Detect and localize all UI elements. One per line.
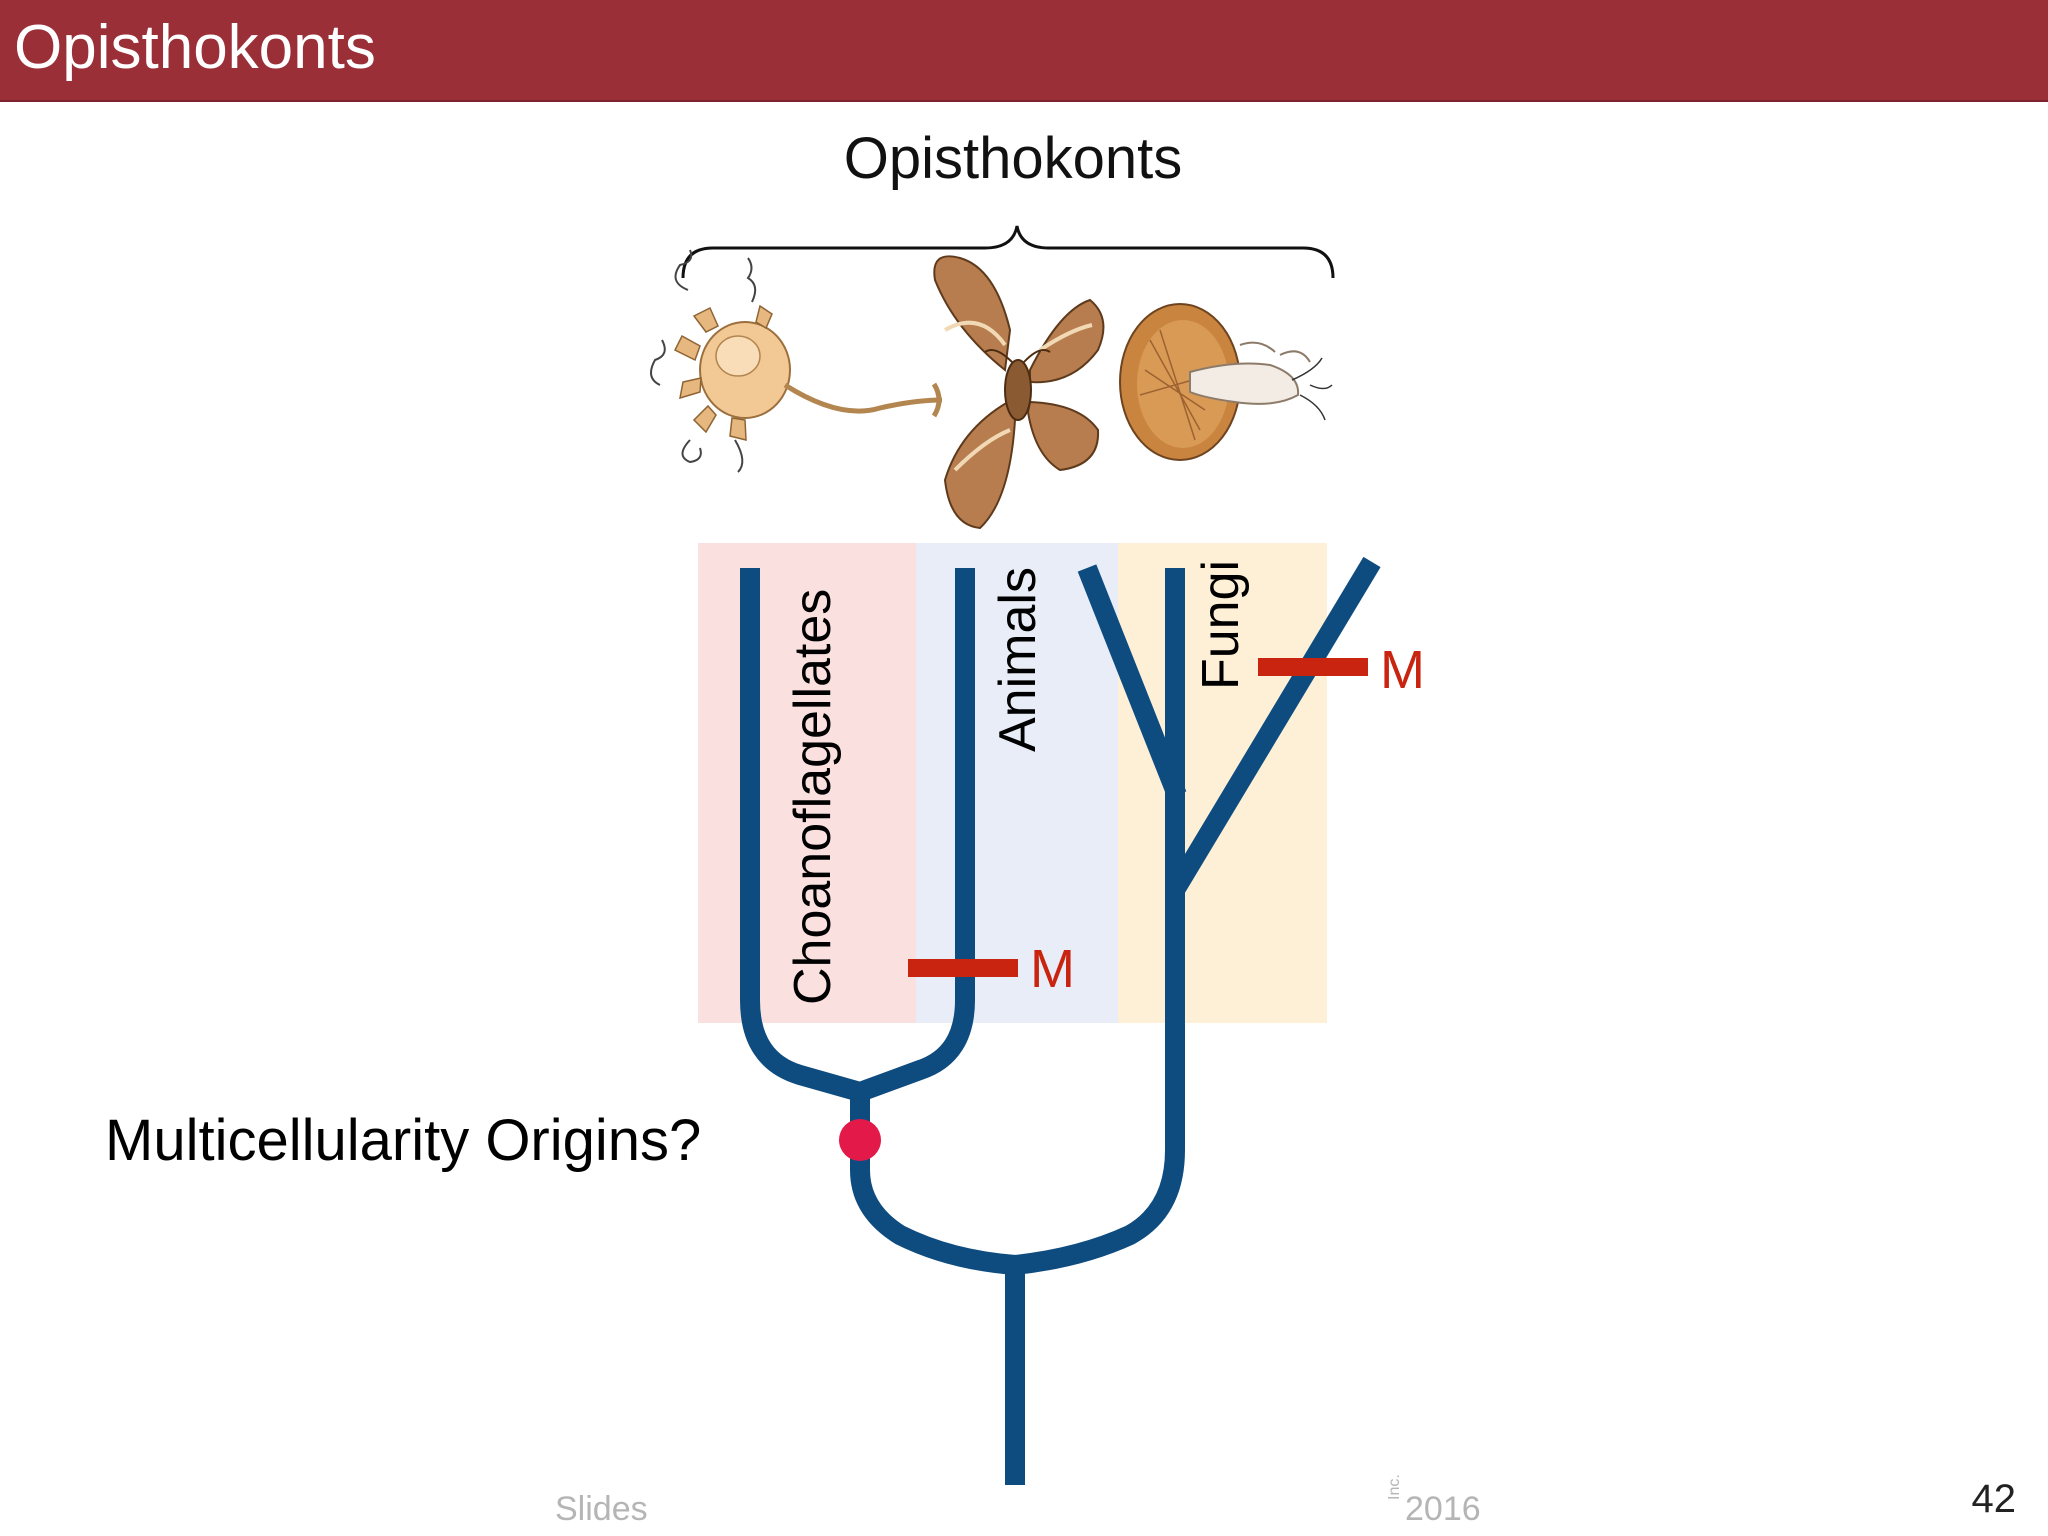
- title-bar: Opisthokonts: [0, 0, 2048, 102]
- group-brace: [681, 225, 1335, 279]
- page-number: 42: [1971, 1477, 2017, 1521]
- footer-right-text: 2016: [1405, 1490, 1481, 1528]
- choanoflagellate-icon: [650, 249, 943, 473]
- mushroom-icon: [1119, 303, 1333, 461]
- multicellularity-node-dot: [839, 1119, 881, 1161]
- moth-icon: [933, 255, 1105, 530]
- branch-holozoa-stem: [850, 1169, 1016, 1275]
- band-animals: [916, 543, 1118, 1023]
- marker-label-animals: M: [1030, 939, 1075, 999]
- branch-fungi: [1013, 568, 1185, 1275]
- marker-label-fungi: M: [1380, 640, 1425, 700]
- band-fungi: [1118, 543, 1327, 1023]
- tree-branches: [740, 556, 1381, 1485]
- band-choanoflagellates: [698, 543, 916, 1023]
- clade-label-fungi: Fungi: [1192, 560, 1250, 690]
- marker-bar-animals: [908, 959, 1018, 977]
- branch-choanoflagellates: [740, 568, 863, 1102]
- footer-left-text: Slides: [555, 1490, 648, 1528]
- slide-title: Opisthokonts: [14, 13, 376, 82]
- clade-label-animals: Animals: [989, 567, 1047, 752]
- opisthokonts-label: Opisthokonts: [844, 126, 1183, 191]
- clade-label-choanoflagellates: Choanoflagellates: [784, 589, 842, 1005]
- branch-fungi-right: [1166, 556, 1381, 896]
- branch-animals: [856, 568, 975, 1102]
- node-label: Multicellularity Origins?: [105, 1108, 701, 1173]
- branch-fungi-left: [1077, 564, 1187, 799]
- marker-bar-fungi: [1258, 658, 1368, 676]
- footer-small-text: Inc.: [1386, 1474, 1403, 1500]
